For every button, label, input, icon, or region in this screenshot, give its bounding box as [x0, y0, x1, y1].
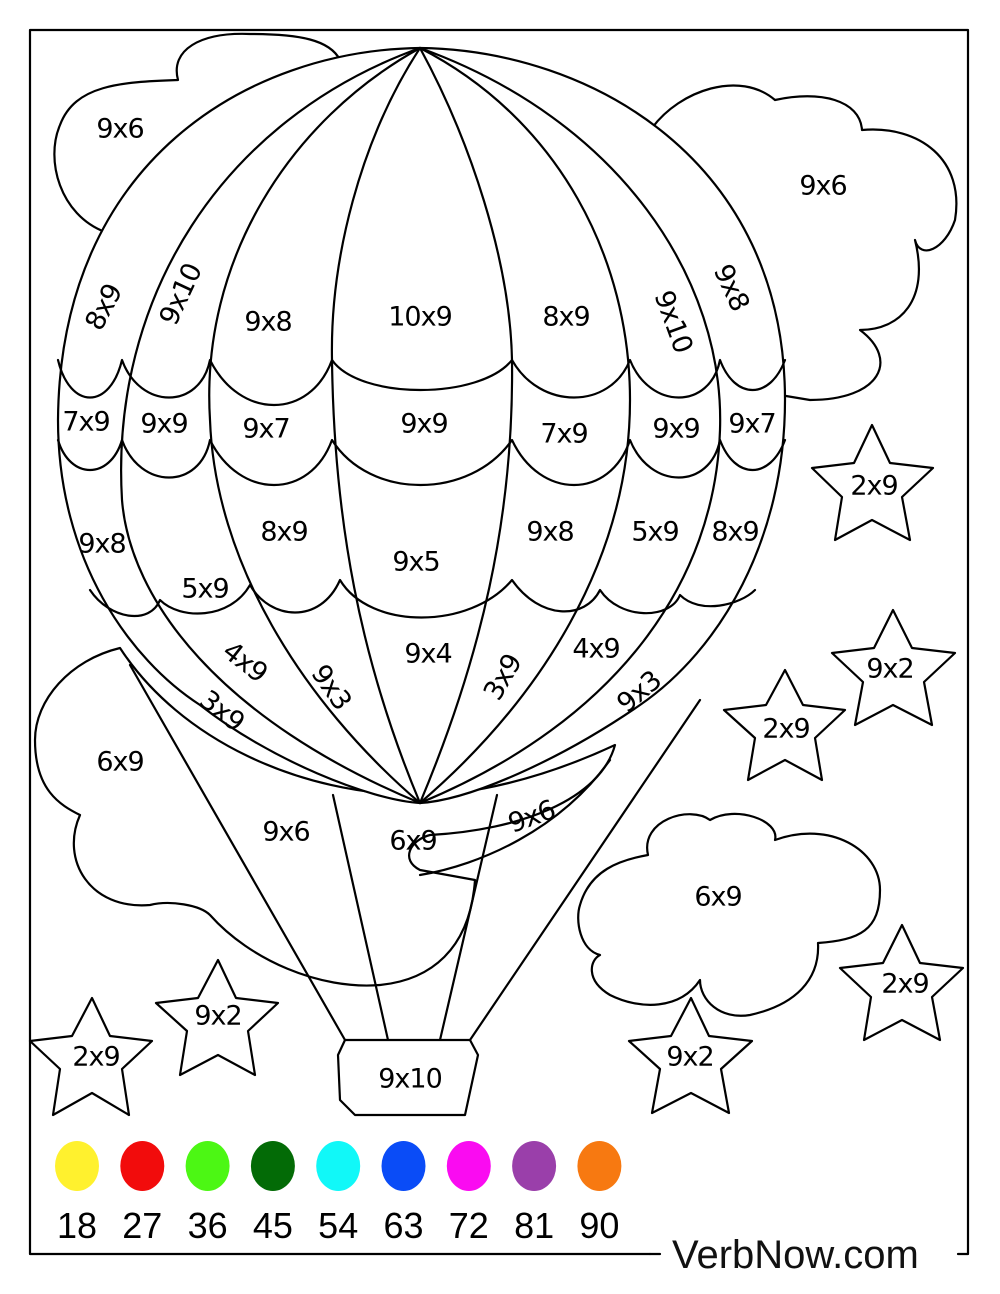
label: 9x9: [400, 409, 447, 440]
label: 10x9: [388, 302, 452, 333]
balloon-gores: [120, 46, 722, 805]
color-key: 18 27 36 45 54 63 72 81 90: [55, 1141, 622, 1246]
label: 9x8: [526, 517, 573, 548]
label: 6x9: [694, 882, 741, 913]
star-bottom-left-2: [154, 958, 280, 1077]
label: 9x6: [799, 171, 846, 202]
color-key-value: 27: [122, 1205, 162, 1246]
label: 5x9: [181, 574, 228, 605]
color-key-value: 63: [383, 1205, 423, 1246]
page-border: [28, 28, 970, 1256]
brand-logo-text: VerbNow.com: [672, 1233, 919, 1277]
color-swatch-81: [512, 1141, 557, 1191]
color-swatch-36: [185, 1141, 230, 1191]
label: 9x9: [652, 414, 699, 445]
label: 2x9: [881, 969, 928, 1000]
label: 7x9: [540, 419, 587, 450]
stars: [28, 423, 965, 1117]
color-swatch-45: [250, 1141, 295, 1191]
color-key-value: 90: [579, 1205, 619, 1246]
star-right-upper: [810, 423, 935, 542]
label: 9x6: [262, 817, 309, 848]
label: 2x9: [762, 714, 809, 745]
label: 9x9: [140, 409, 187, 440]
label: 9x7: [728, 409, 775, 440]
star-right-middle: [830, 608, 957, 727]
color-swatch-90: [577, 1141, 622, 1191]
color-key-value: 18: [57, 1205, 97, 1246]
cloud-bottom-right: [577, 812, 882, 1017]
basket-label: 9x10: [378, 1064, 442, 1095]
cloud-labels: 9x6 9x6 6x9 6x9: [96, 114, 847, 913]
balloon-ropes: [128, 663, 702, 1042]
label: 8x9: [260, 517, 307, 548]
color-swatch-72: [446, 1141, 491, 1191]
color-swatch-63: [381, 1141, 426, 1191]
balloon-second-row-labels: 7x9 9x9 9x7 9x9 7x9 9x9 9x7: [62, 407, 776, 450]
balloon-bands: [56, 358, 787, 619]
label: 9x6: [96, 114, 143, 145]
balloon-basket: [336, 1038, 480, 1117]
color-swatch-18: [55, 1141, 99, 1191]
balloon-third-row-labels: 9x8 5x9 8x9 9x5 9x8 5x9 8x9: [78, 517, 759, 605]
label: 7x9: [62, 407, 109, 438]
label: 8x9: [542, 302, 589, 333]
star-bottom-center-right: [627, 996, 754, 1115]
label: 9x2: [194, 1001, 241, 1032]
star-bottom-left-1: [28, 996, 154, 1117]
color-swatch-54: [316, 1141, 361, 1191]
color-key-value: 81: [514, 1205, 554, 1246]
star-labels: 2x9 9x2 2x9 2x9 9x2 9x2 2x9: [72, 471, 929, 1073]
star-right-lower: [838, 923, 965, 1042]
label: 9x2: [666, 1042, 713, 1073]
label: 5x9: [631, 517, 678, 548]
label: 9x5: [392, 547, 439, 578]
label: 8x9: [711, 517, 758, 548]
label: 9x4: [404, 639, 451, 670]
color-key-value: 54: [318, 1205, 358, 1246]
label: 9x8: [78, 529, 125, 560]
color-key-value: 36: [188, 1205, 228, 1246]
label: 4x9: [572, 634, 619, 665]
label: 6x9: [389, 826, 436, 857]
label: 2x9: [850, 471, 897, 502]
label: 6x9: [96, 747, 143, 778]
color-swatch-27: [120, 1141, 165, 1191]
label: 9x7: [242, 414, 289, 445]
label: 9x2: [866, 654, 913, 685]
rope-labels: 9x6 6x9 9x6 9x10: [262, 794, 559, 1094]
label: 9x8: [244, 307, 291, 338]
label: 2x9: [72, 1042, 119, 1073]
color-key-value: 72: [449, 1205, 489, 1246]
color-key-value: 45: [253, 1205, 293, 1246]
star-right-center: [722, 668, 847, 782]
